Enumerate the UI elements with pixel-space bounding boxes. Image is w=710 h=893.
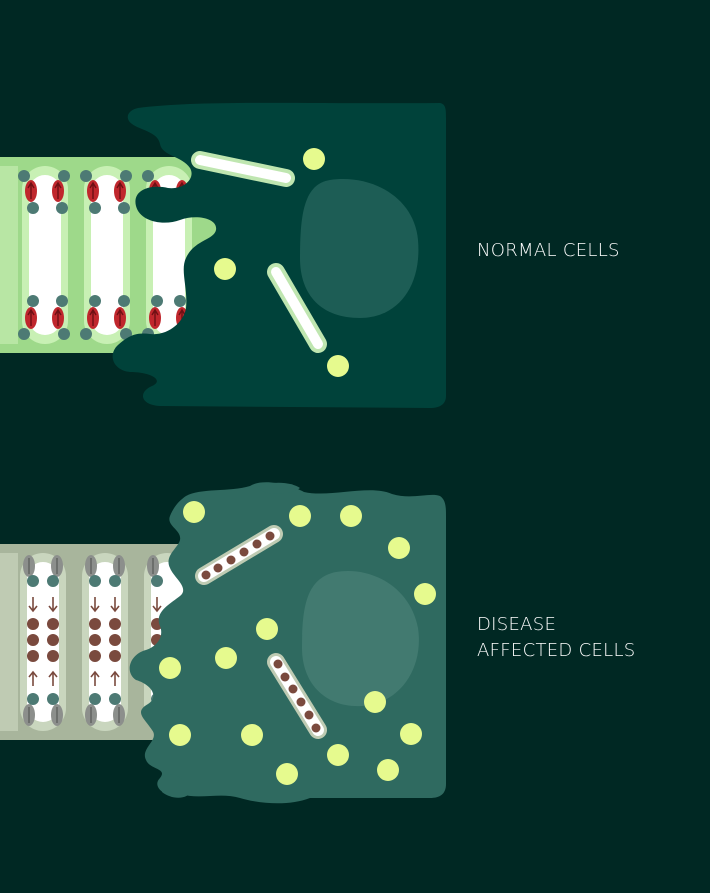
disease-nucleus (302, 570, 419, 707)
disease-vesicles (159, 501, 436, 785)
disease-label-line2: AFFECTED CELLS (477, 640, 636, 661)
normal-vesicles (214, 148, 349, 377)
normal-nucleus (300, 179, 419, 318)
normal-cell-body (112, 102, 446, 408)
normal-cells-group (0, 102, 446, 408)
normal-microtubules (191, 151, 327, 353)
disease-cargo (27, 618, 183, 662)
disease-tube-cargo (201, 531, 321, 733)
disease-cells-label: DISEASE AFFECTED CELLS (477, 612, 636, 664)
disease-cells-group (0, 482, 446, 804)
disease-label-line1: DISEASE (477, 614, 557, 635)
normal-cells-label: NORMAL CELLS (477, 240, 620, 261)
flow-arrow-icon (28, 597, 162, 686)
disease-cell-body (129, 482, 446, 804)
